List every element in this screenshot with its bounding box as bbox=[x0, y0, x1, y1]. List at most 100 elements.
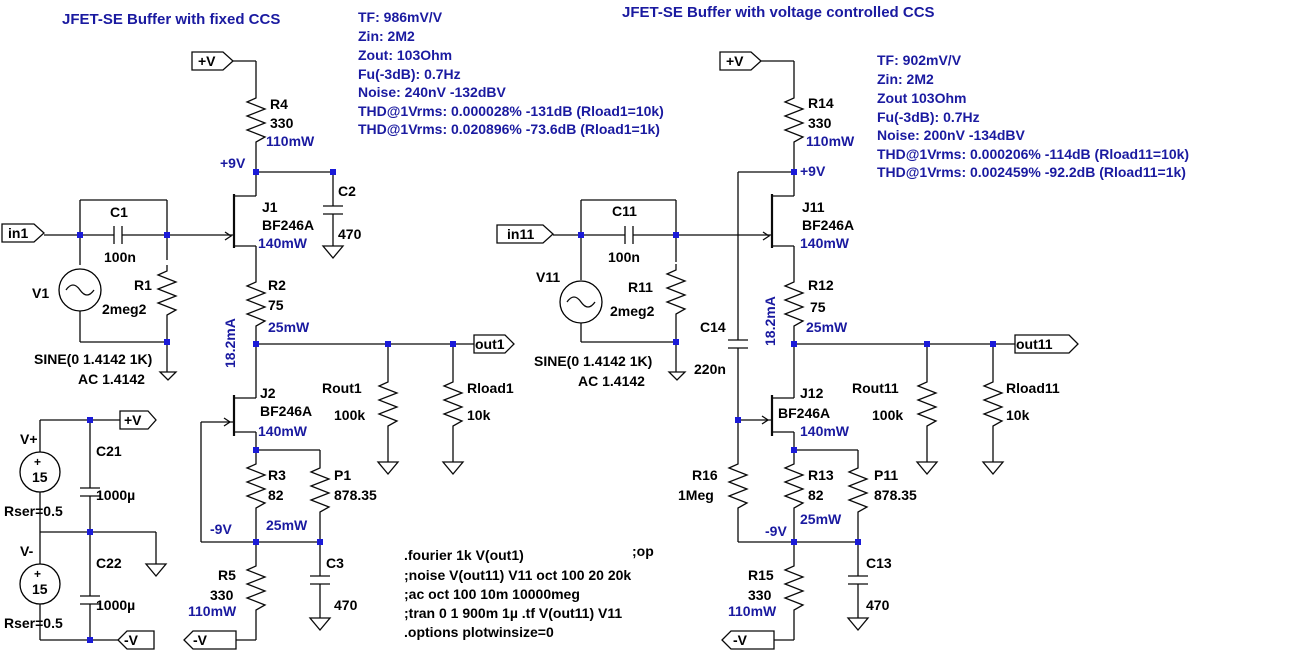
resistor-r13[interactable] bbox=[784, 457, 804, 515]
left-spec-line: Zout: 103Ohm bbox=[358, 47, 452, 63]
out11-port[interactable]: out11 bbox=[1014, 334, 1079, 354]
c21-name: C21 bbox=[96, 443, 122, 459]
r12-value: 75 bbox=[810, 299, 826, 315]
capacitor-c11[interactable] bbox=[624, 225, 634, 245]
resistor-rout1[interactable] bbox=[378, 375, 398, 433]
r14-name: R14 bbox=[808, 95, 834, 111]
r2-value: 75 bbox=[268, 297, 284, 313]
c11-name: C11 bbox=[612, 203, 637, 219]
capacitor-c1[interactable] bbox=[113, 225, 123, 245]
r2-power: 25mW bbox=[268, 319, 310, 335]
directive-line: ;ac oct 100 10m 10000meg bbox=[404, 586, 580, 602]
resistor-r5[interactable] bbox=[246, 559, 266, 617]
capacitor-c14[interactable] bbox=[727, 339, 749, 349]
c1-name: C1 bbox=[110, 204, 128, 220]
svg-text:+: + bbox=[34, 567, 41, 581]
ground-symbol bbox=[145, 557, 167, 577]
ground-symbol bbox=[847, 611, 869, 631]
c1-value: 100n bbox=[104, 249, 136, 265]
jfet-j1[interactable] bbox=[224, 172, 257, 248]
r1-value: 2meg2 bbox=[102, 301, 147, 317]
vminus-port-left[interactable]: -V bbox=[183, 630, 237, 650]
p1-name: P1 bbox=[334, 467, 351, 483]
c14-value: 220n bbox=[694, 361, 726, 377]
vplus-value: 15 bbox=[32, 469, 48, 485]
svg-text:-V: -V bbox=[733, 632, 748, 648]
left-spec-line: THD@1Vrms: 0.000028% -131dB (Rload1=10k) bbox=[358, 103, 664, 119]
resistor-r2[interactable] bbox=[246, 275, 266, 333]
resistor-r16[interactable] bbox=[728, 457, 748, 515]
r13-name: R13 bbox=[808, 467, 834, 483]
resistor-rout11[interactable] bbox=[917, 375, 937, 433]
p1-value: 878.35 bbox=[334, 487, 377, 503]
jfet-j2[interactable] bbox=[223, 395, 256, 436]
j11-power: 140mW bbox=[800, 235, 850, 251]
resistor-r3[interactable] bbox=[246, 457, 266, 515]
c3-value: 470 bbox=[334, 597, 358, 613]
svg-text:-V: -V bbox=[193, 632, 208, 648]
potentiometer-p1[interactable] bbox=[310, 461, 330, 519]
r2-name: R2 bbox=[268, 277, 286, 293]
resistor-rload11[interactable] bbox=[983, 375, 1003, 433]
j12-power: 140mW bbox=[800, 423, 850, 439]
in11-port[interactable]: in11 bbox=[496, 224, 554, 244]
vminus-port-right[interactable]: -V bbox=[721, 630, 775, 650]
right-spec-line: Fu(-3dB): 0.7Hz bbox=[877, 109, 980, 125]
rout11-name: Rout11 bbox=[852, 380, 899, 396]
resistor-r12[interactable] bbox=[784, 275, 804, 333]
j12-name: J12 bbox=[800, 385, 824, 401]
jfet-j11[interactable] bbox=[762, 172, 795, 248]
resistor-r1[interactable] bbox=[157, 264, 177, 322]
r15-power: 110mW bbox=[728, 603, 777, 619]
vplus-port-right[interactable]: +V bbox=[719, 51, 762, 71]
capacitor-c2[interactable] bbox=[322, 205, 344, 215]
vminus-name: V- bbox=[20, 543, 34, 559]
ground-symbol bbox=[322, 239, 344, 259]
vminus-value: 15 bbox=[32, 581, 48, 597]
svg-text:-V: -V bbox=[124, 632, 139, 648]
rout11-value: 100k bbox=[872, 407, 903, 423]
r4-power: 110mW bbox=[266, 133, 315, 149]
potentiometer-p11[interactable] bbox=[848, 461, 868, 519]
resistor-r14[interactable] bbox=[784, 91, 804, 149]
current-label-left: 18.2mA bbox=[222, 318, 238, 368]
directive-line: .options plotwinsize=0 bbox=[404, 624, 554, 640]
c14-name: C14 bbox=[700, 319, 726, 335]
node-plus9v-left: +9V bbox=[220, 155, 246, 171]
left-spec-line: TF: 986mV/V bbox=[358, 9, 443, 25]
capacitor-c13[interactable] bbox=[847, 575, 869, 585]
svg-text:in11: in11 bbox=[507, 226, 534, 242]
resistor-r11[interactable] bbox=[666, 263, 686, 321]
right-spec-line: Noise: 200nV -134dBV bbox=[877, 127, 1025, 143]
right-spec-line: TF: 902mV/V bbox=[877, 52, 962, 68]
j1-name: J1 bbox=[262, 199, 278, 215]
ground-symbol bbox=[377, 455, 399, 475]
r4-value: 330 bbox=[270, 115, 294, 131]
r5-name: R5 bbox=[218, 567, 236, 583]
capacitor-c3[interactable] bbox=[309, 575, 331, 585]
vplus-port-supply[interactable]: +V bbox=[119, 410, 157, 430]
r15-value: 330 bbox=[748, 587, 772, 603]
left-spec-line: Noise: 240nV -132dBV bbox=[358, 84, 506, 100]
v11-name: V11 bbox=[536, 269, 560, 285]
v11-ac: AC 1.4142 bbox=[578, 373, 645, 389]
p11-name: P11 bbox=[874, 467, 898, 483]
resistor-r4[interactable] bbox=[246, 91, 266, 149]
r11-value: 2meg2 bbox=[610, 303, 655, 319]
resistor-r15[interactable] bbox=[784, 559, 804, 617]
rload11-name: Rload11 bbox=[1006, 380, 1060, 396]
vminus-port-supply[interactable]: -V bbox=[117, 630, 155, 650]
right-spec-line: Zout 103Ohm bbox=[877, 90, 966, 106]
svg-text:+V: +V bbox=[726, 53, 744, 69]
rload1-value: 10k bbox=[467, 407, 491, 423]
out1-port[interactable]: out1 bbox=[473, 334, 515, 354]
r16-name: R16 bbox=[692, 467, 718, 483]
in1-port[interactable]: in1 bbox=[1, 223, 45, 243]
resistor-rload1[interactable] bbox=[443, 375, 463, 433]
v11-sine: SINE(0 1.4142 1K) bbox=[534, 353, 652, 369]
right-spec-line: Zin: 2M2 bbox=[877, 71, 934, 87]
j1-power: 140mW bbox=[258, 235, 308, 251]
j2-power: 140mW bbox=[258, 423, 308, 439]
vplus-port-left[interactable]: +V bbox=[191, 51, 234, 71]
left-title: JFET-SE Buffer with fixed CCS bbox=[62, 11, 280, 28]
